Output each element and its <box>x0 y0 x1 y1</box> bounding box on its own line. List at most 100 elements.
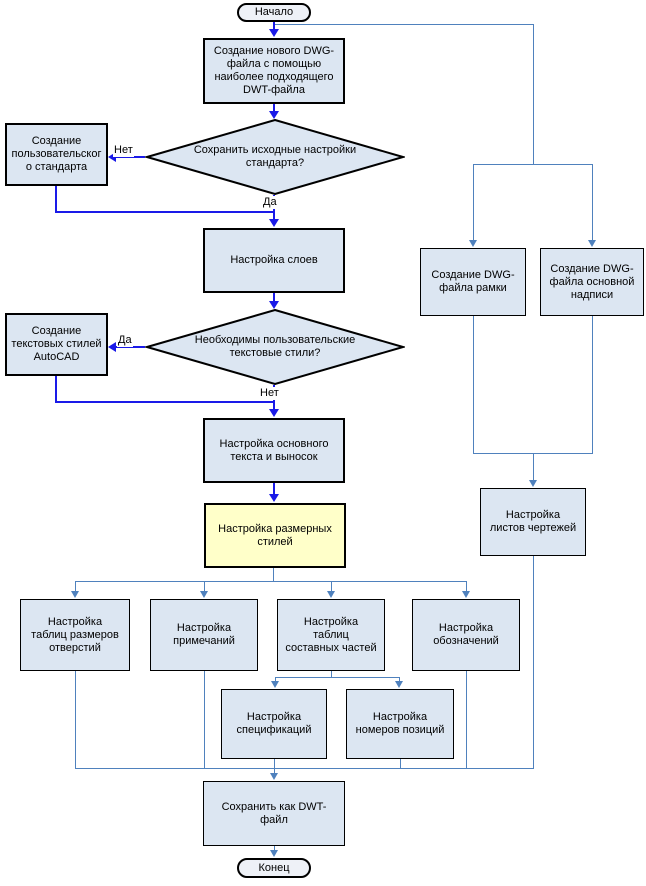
flow-step-specifications: Настройка спецификаций <box>221 689 327 759</box>
connector-line <box>273 21 275 30</box>
diamond-shape <box>143 308 407 386</box>
arrow-down-icon <box>469 240 477 247</box>
arrow-down-icon <box>269 301 279 309</box>
connector-line <box>275 677 400 678</box>
flow-step-label: Создание пользовательског о стандарта <box>11 135 102 173</box>
connector-line <box>274 759 275 774</box>
flow-step-symbols: Настройка обозначений <box>412 599 520 671</box>
arrow-down-icon <box>71 591 79 598</box>
flow-step-notes: Настройка примечаний <box>150 599 258 671</box>
flow-step-label: Настройка таблиц размеров отверстий <box>31 615 119 654</box>
arrow-down-icon <box>529 480 537 487</box>
edge-label-no: Нет <box>113 144 134 157</box>
flow-step-label: Настройка примечаний <box>173 622 235 647</box>
flow-step-label: Сохранить как DWT- файл <box>221 800 327 826</box>
flow-step-autocad-text-styles: Создание текстовых стилей AutoCAD <box>5 313 108 376</box>
edge-label-no: Нет <box>259 387 280 400</box>
diamond-shape <box>143 118 407 196</box>
connector-line <box>75 581 467 582</box>
flow-step-label: Настройка размерных стилей <box>218 522 332 548</box>
decision-label: Сохранить исходные настройки стандарта? <box>193 144 357 169</box>
flow-step-label: Создание DWG- файла основной надписи <box>549 262 635 301</box>
connector-line <box>273 103 275 112</box>
arrow-left-icon <box>108 152 116 162</box>
edge-label-yes: Да <box>262 196 278 209</box>
arrow-down-icon <box>462 591 470 598</box>
connector-line <box>592 164 593 241</box>
connector-line <box>55 185 57 212</box>
flow-step-label: Настройка таблиц составных частей <box>285 615 377 654</box>
connector-line <box>592 316 593 453</box>
flow-step-main-text: Настройка основного текста и выносок <box>203 418 345 483</box>
arrow-down-icon <box>270 773 278 780</box>
edge-label-yes: Да <box>117 334 133 347</box>
arrow-down-icon <box>588 240 596 247</box>
connector-line <box>273 483 275 495</box>
connector-line <box>204 581 205 592</box>
flow-step-dwg-frame: Создание DWG- файла рамки <box>420 248 526 316</box>
connector-line <box>204 671 205 768</box>
connector-line <box>466 581 467 592</box>
connector-line <box>55 375 57 402</box>
arrow-down-icon <box>269 494 279 502</box>
flow-step-label: Настройка основного текста и выносок <box>219 437 329 463</box>
connector-line <box>55 401 275 403</box>
decision-label: Необходимы пользовательские текстовые ст… <box>194 334 356 359</box>
connector-line <box>473 316 474 453</box>
terminal-label: Начало <box>254 6 294 18</box>
connector-line <box>466 671 467 768</box>
flow-step-label: Настройка слоев <box>230 254 318 266</box>
connector-line <box>275 677 276 682</box>
connector-line <box>473 164 474 241</box>
flow-step-label: Настройка спецификаций <box>236 711 312 736</box>
connector-line <box>473 164 593 165</box>
arrow-down-icon <box>395 681 403 688</box>
flow-step-custom-standard: Создание пользовательског о стандарта <box>5 123 108 186</box>
flow-step-label: Создание DWG- файла рамки <box>431 269 515 294</box>
decision-text-styles: Необходимы пользовательские текстовые ст… <box>143 308 407 386</box>
connector-line <box>533 453 534 481</box>
arrow-down-icon <box>271 681 279 688</box>
connector-line <box>273 293 275 302</box>
arrow-down-icon <box>269 219 279 227</box>
connector-line <box>75 671 76 768</box>
flow-step-layers: Настройка слоев <box>203 228 345 293</box>
flow-step-sheets: Настройка листов чертежей <box>480 488 586 556</box>
flow-step-save-dwt: Сохранить как DWT- файл <box>203 781 345 846</box>
connector-line <box>274 846 275 851</box>
flow-step-label: Создание текстовых стилей AutoCAD <box>11 325 102 363</box>
flow-step-label: Создание нового DWG- файла с помощью наи… <box>213 45 335 96</box>
arrow-down-icon <box>327 591 335 598</box>
connector-line <box>273 568 274 581</box>
connector-line <box>75 768 534 769</box>
connector-line <box>533 24 534 164</box>
terminal-label: Конец <box>258 861 290 874</box>
connector-line <box>399 677 400 682</box>
terminal-start: Начало <box>237 3 311 22</box>
arrow-down-icon <box>269 111 279 119</box>
flow-step-hole-tables: Настройка таблиц размеров отверстий <box>20 599 130 671</box>
connector-line <box>114 156 145 158</box>
flow-step-create-dwg: Создание нового DWG- файла с помощью наи… <box>203 38 345 104</box>
connector-line <box>400 759 401 768</box>
flow-step-label: Настройка обозначений <box>433 622 499 647</box>
connector-line <box>533 556 534 768</box>
decision-keep-standard: Сохранить исходные настройки стандарта? <box>143 118 407 196</box>
flow-step-label: Настройка номеров позиций <box>355 711 445 736</box>
arrow-down-icon <box>270 850 278 857</box>
flow-step-dimension-styles: Настройка размерных стилей <box>204 503 346 568</box>
arrow-left-icon <box>108 342 116 352</box>
terminal-end: Конец <box>237 858 311 878</box>
flow-step-label: Настройка листов чертежей <box>489 509 577 534</box>
connector-line <box>274 24 534 25</box>
connector-line <box>331 581 332 592</box>
connector-line <box>114 346 145 348</box>
arrow-down-icon <box>200 591 208 598</box>
connector-line <box>331 671 332 677</box>
flow-step-parts-tables: Настройка таблиц составных частей <box>277 599 385 671</box>
flow-step-dwg-title-block: Создание DWG- файла основной надписи <box>540 248 644 316</box>
connector-line <box>55 211 275 213</box>
flow-step-item-numbers: Настройка номеров позиций <box>346 689 454 759</box>
arrow-down-icon <box>269 409 279 417</box>
